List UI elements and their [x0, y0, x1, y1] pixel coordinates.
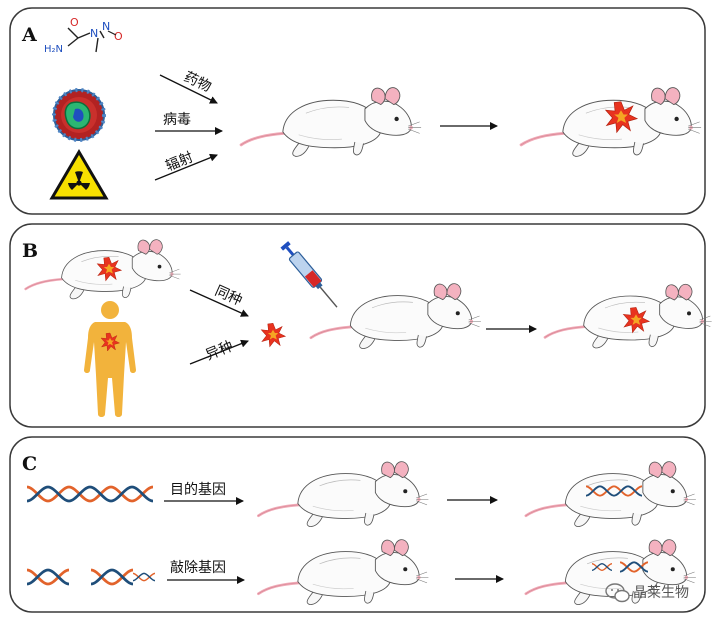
nitrosourea-molecule-icon: O H₂N N N O [44, 16, 123, 55]
virus-icon [52, 88, 106, 142]
syringe-icon [280, 241, 338, 308]
arrow-radiation [154, 153, 218, 181]
label-target-gene: 目的基因 [170, 481, 226, 498]
chem-nitrogen1: N [90, 27, 98, 40]
chem-oxygen2: O [114, 30, 123, 43]
arrow-allogeneic [189, 289, 249, 317]
arrow-drug [159, 74, 218, 104]
chem-nitrogen2: N [102, 20, 110, 33]
label-virus: 病毒 [163, 112, 191, 128]
panel-c-frame [9, 436, 706, 613]
panel-a: A O H₂N N N O [9, 7, 706, 215]
human-body-icon [84, 301, 136, 417]
chem-oxygen: O [70, 16, 79, 29]
wechat-icon [605, 583, 630, 603]
panel-c: C 目的基因 敲除基因 [9, 436, 706, 613]
panel-a-letter: A [21, 24, 37, 46]
chem-amine: H₂N [44, 44, 63, 55]
label-knockout-gene: 敲除基因 [170, 559, 226, 576]
panel-c-letter: C [22, 453, 37, 475]
panel-b: B 同种 异种 [9, 223, 714, 428]
radiation-hazard-icon [49, 149, 109, 200]
arrow-xenogeneic [189, 339, 249, 365]
watermark-text: 晶莱生物 [633, 585, 689, 601]
panel-b-letter: B [22, 240, 38, 262]
